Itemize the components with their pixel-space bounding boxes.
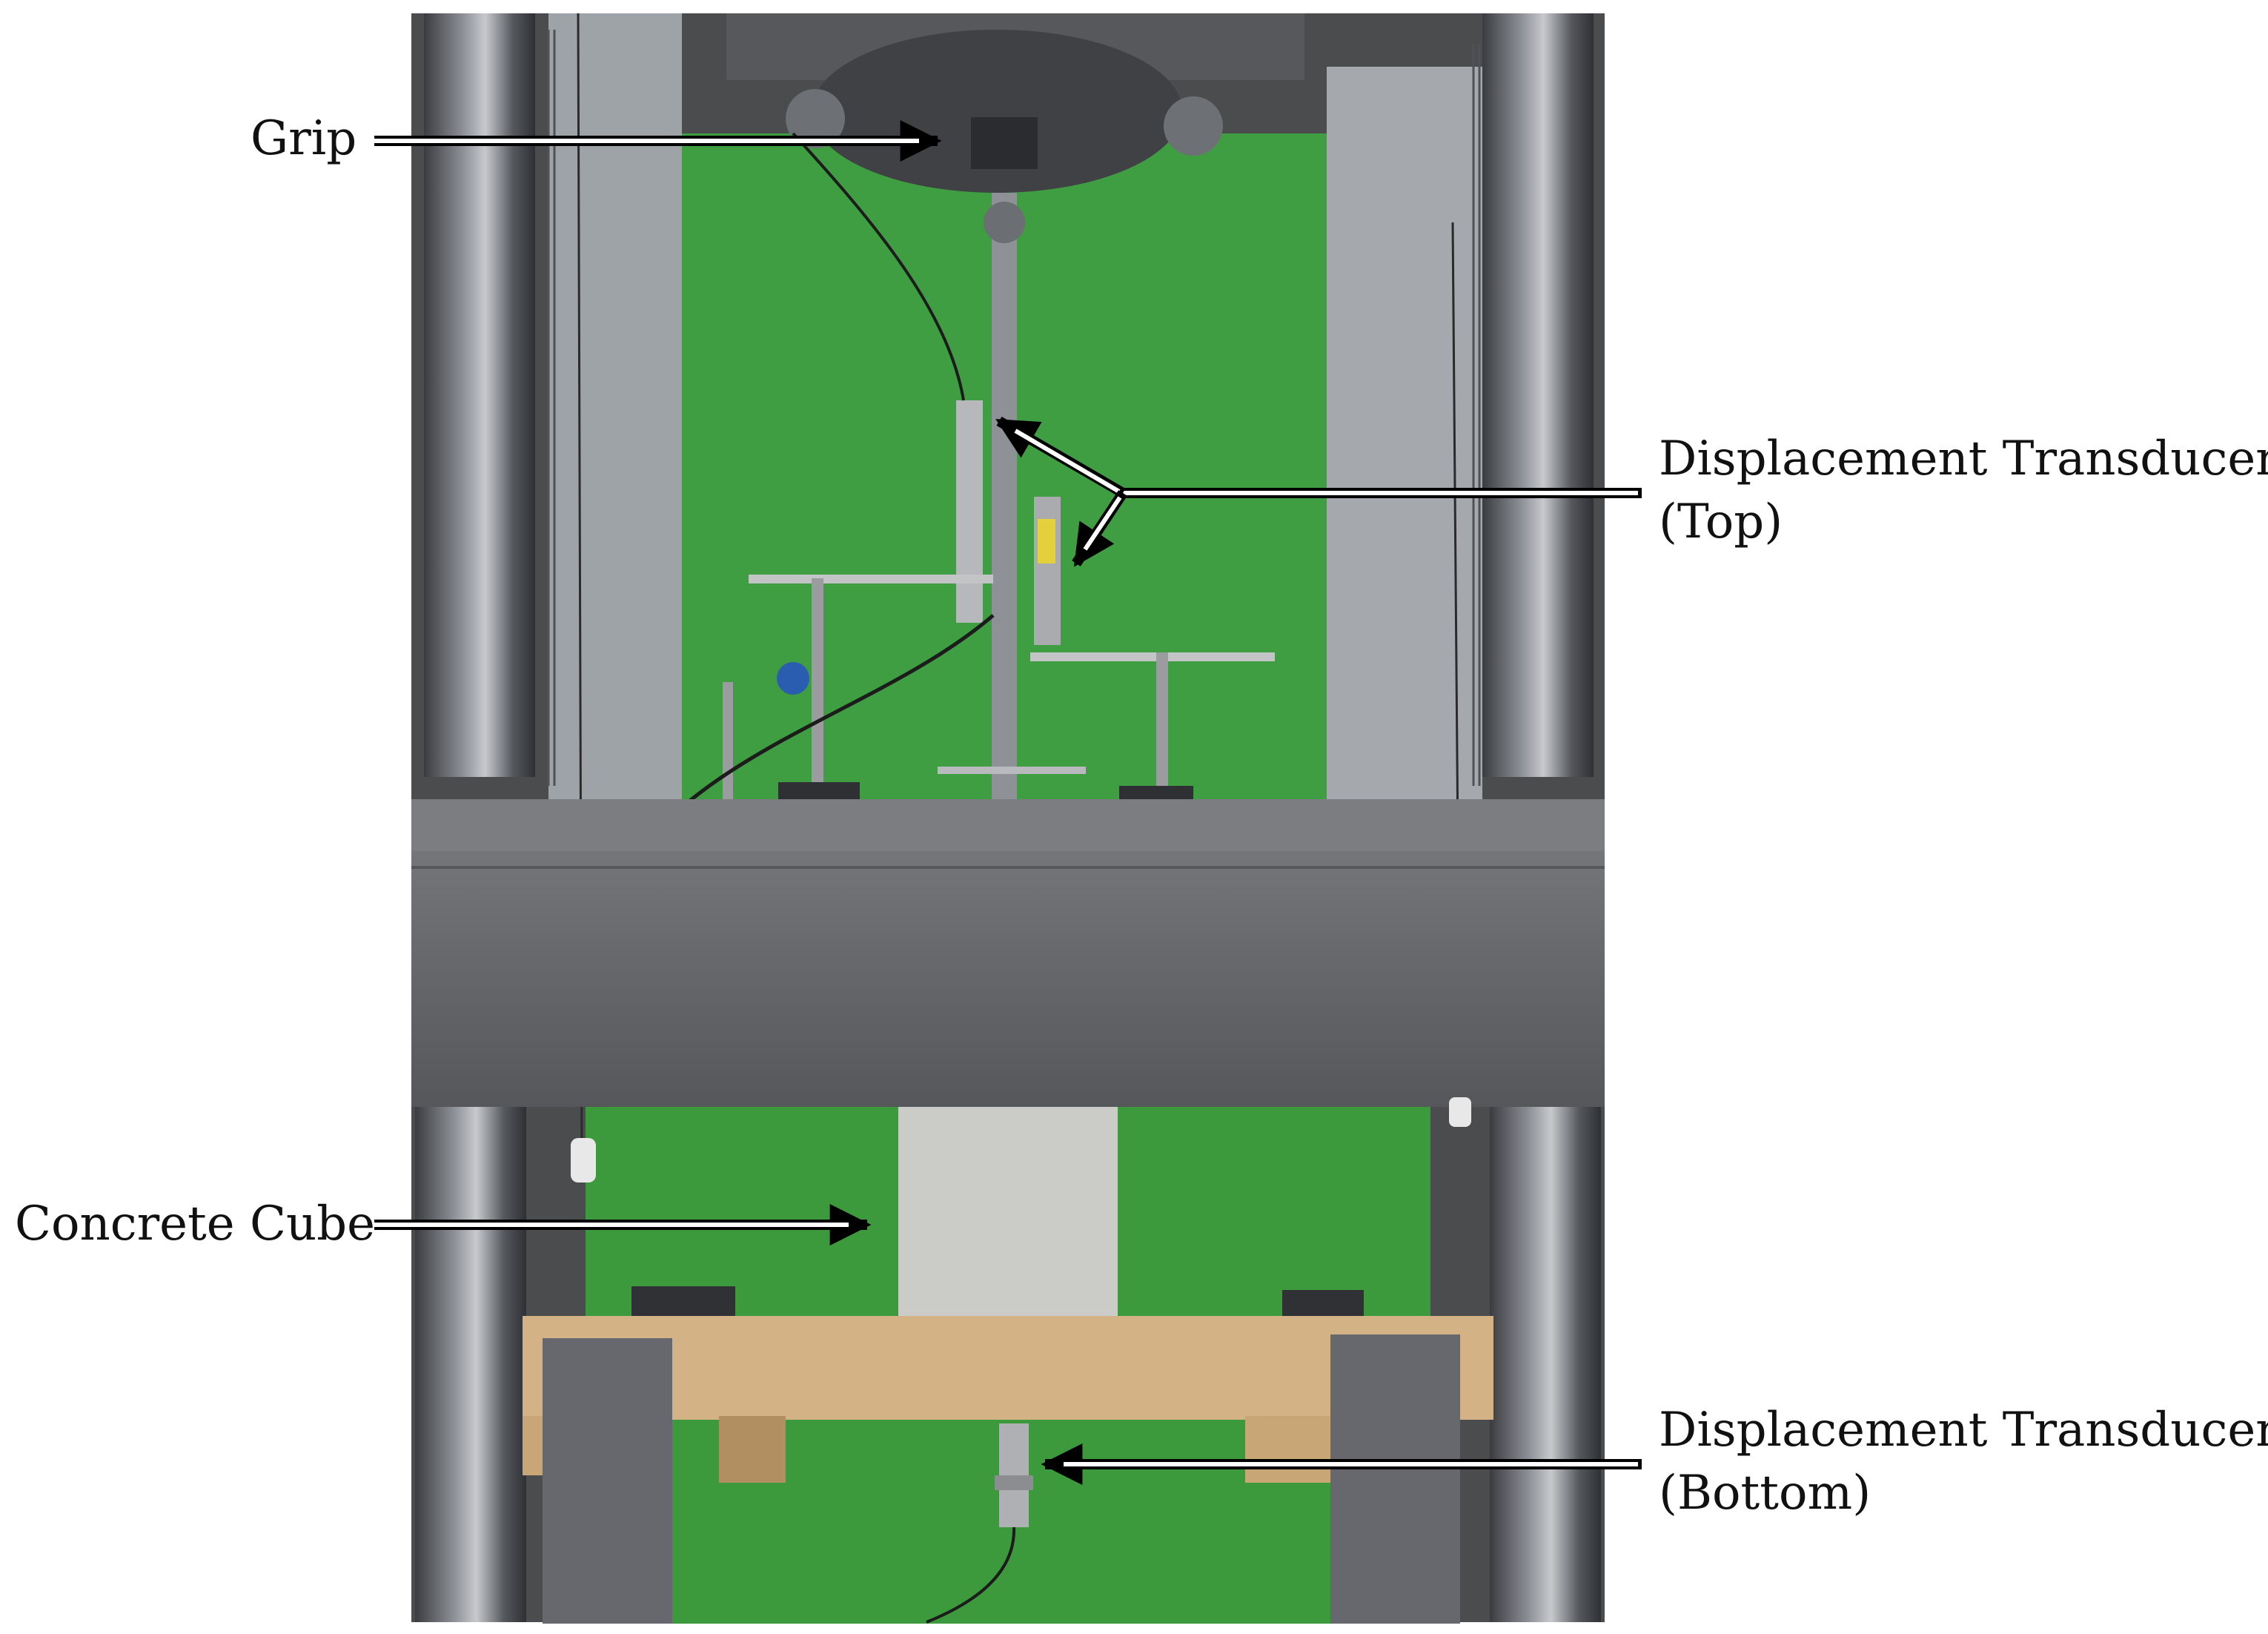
annotations: Grip Displacement Transducers (Top) Conc… bbox=[15, 111, 2268, 1521]
grip-bolt-left bbox=[786, 89, 845, 148]
label-top-transducers-line1: Displacement Transducers bbox=[1659, 431, 2268, 486]
steel-block-right-top bbox=[1282, 1290, 1364, 1316]
left-bellows-ridges bbox=[547, 30, 556, 786]
wood-block-left bbox=[719, 1416, 786, 1483]
steel-block-left-top bbox=[631, 1286, 735, 1316]
grip-bolt-right bbox=[1164, 96, 1223, 156]
stand-post-far-left bbox=[723, 682, 733, 801]
transducer-label bbox=[1038, 519, 1055, 563]
cable-top bbox=[792, 132, 965, 401]
label-concrete-cube: Concrete Cube bbox=[15, 1197, 375, 1251]
steel-block-right bbox=[1330, 1334, 1460, 1624]
transducer-bottom-nut bbox=[995, 1475, 1033, 1490]
arrow-top-upper-inner bbox=[1014, 429, 1121, 494]
stand-post-right bbox=[1156, 652, 1168, 801]
cable-bottom bbox=[926, 1526, 1016, 1624]
arrow-top-lower-inner bbox=[1083, 496, 1122, 551]
wire-weight-right bbox=[1449, 1097, 1471, 1127]
left-bellows-panel bbox=[548, 13, 682, 799]
label-bottom-transducer-line2: (Bottom) bbox=[1659, 1466, 1871, 1521]
loading-rod bbox=[992, 193, 1017, 801]
stand-rod-left bbox=[749, 575, 993, 583]
stand-post-left bbox=[812, 578, 823, 801]
label-grip: Grip bbox=[251, 111, 357, 166]
transducer-bar bbox=[938, 767, 1086, 774]
grip-block bbox=[971, 117, 1038, 169]
label-top-transducers-line2: (Top) bbox=[1659, 494, 1783, 549]
left-column-lower bbox=[415, 1105, 526, 1622]
steel-block-left bbox=[543, 1338, 672, 1624]
left-column-upper bbox=[424, 13, 535, 777]
crossbeam-top-edge bbox=[411, 799, 1605, 851]
wood-leg-right bbox=[1245, 1416, 1334, 1483]
right-column-lower bbox=[1490, 1105, 1601, 1622]
magnetic-base-clamp bbox=[777, 662, 809, 695]
stand-rod-right bbox=[1030, 652, 1275, 661]
concrete-cube bbox=[898, 1107, 1118, 1322]
rod-joint bbox=[984, 202, 1025, 243]
right-bellows-ridges bbox=[1472, 44, 1481, 786]
right-column-upper bbox=[1482, 13, 1594, 777]
right-bellows-panel bbox=[1327, 67, 1482, 801]
photo bbox=[411, 13, 1605, 1624]
label-bottom-transducer-line1: Displacement Transducer bbox=[1659, 1403, 2268, 1458]
transducer-top-left bbox=[956, 400, 983, 623]
wire-weight-left bbox=[571, 1138, 596, 1182]
